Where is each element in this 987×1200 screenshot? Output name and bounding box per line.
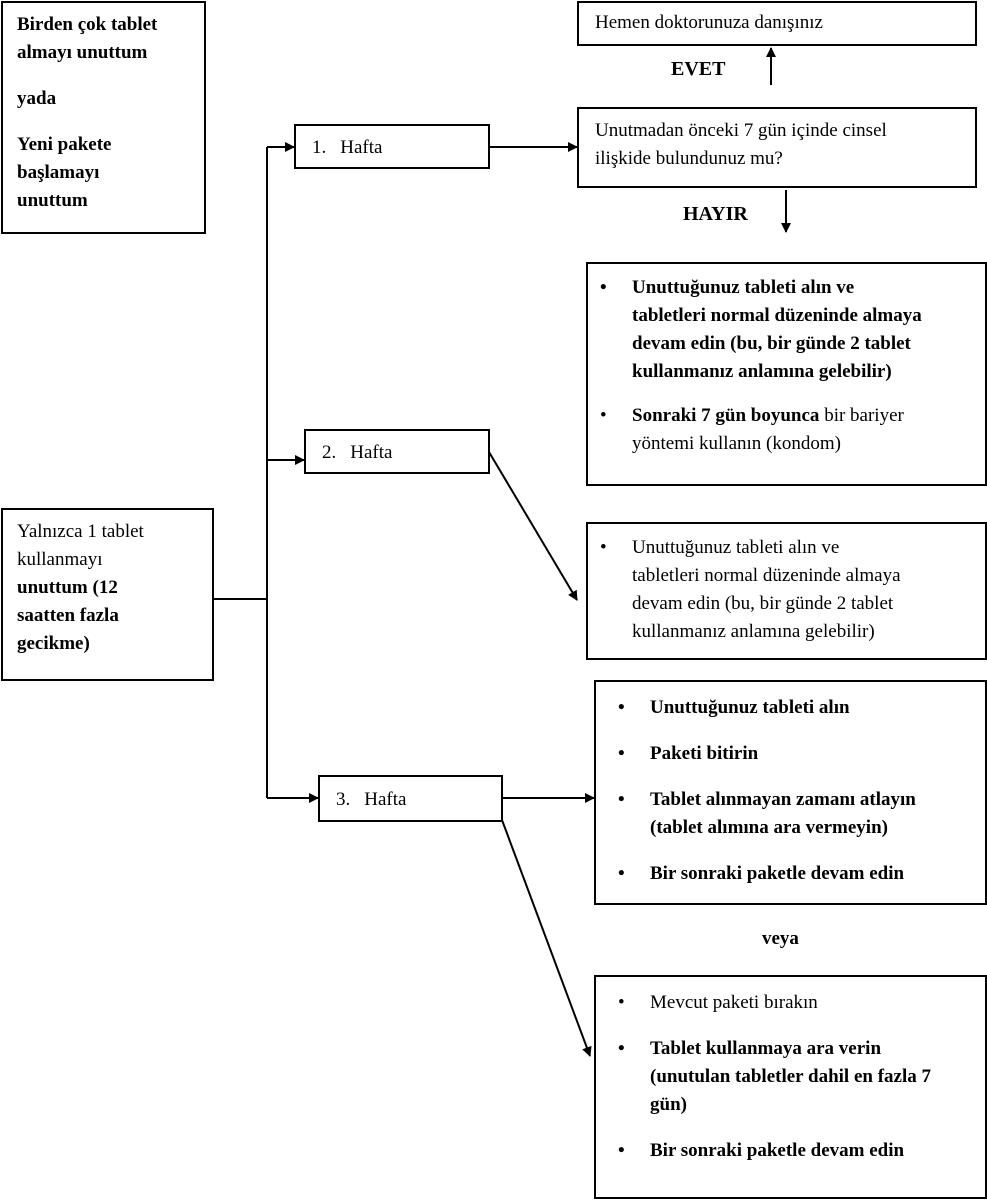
week3-a-item-3: Tablet alınmayan zamanı atlayın (tablet … [606,786,977,842]
week3-option-b-box: Mevcut paketi bırakın Tablet kullanmaya … [594,975,987,1199]
week3-a-item-1-text: Unuttuğunuz tableti alın [650,697,850,718]
week3-option-a-box: Unuttuğunuz tableti alın Paketi bitirin … [594,680,987,905]
week-1-box: 1. Hafta [294,124,490,169]
week2-action-1-line-4: kullanmanız anlamına gelebilir) [632,621,875,642]
week1-action-2-line-2: yöntemi kullanın (kondom) [632,433,841,454]
week2-action-1-line-2: tabletleri normal düzeninde almaya [632,565,901,586]
single-forgotten-box: Yalnızca 1 tablet kullanmayı unuttum (12… [1,508,214,681]
doctor-text: Hemen doktorunuza danışınız [595,12,823,33]
evet-label: EVET [671,58,726,80]
question-line-1: Unutmadan önceki 7 gün içinde cinsel [595,120,887,141]
week-2-label: Hafta [350,442,393,463]
multi-line-5: başlamayı [17,162,100,183]
veya-label: veya [762,928,799,949]
week3-a-item-4-text: Bir sonraki paketle devam edin [650,863,905,884]
week1-action-1-line-3: devam edin (bu, bir günde 2 tablet [632,333,911,354]
week2-actions-box: Unuttuğunuz tableti alın ve tabletleri n… [586,522,987,660]
week3-b-item-1: Mevcut paketi bırakın [606,989,977,1017]
week1-action-2-rest: bir bariyer [819,405,904,426]
week-1-number: 1. [312,137,327,158]
week3-a-item-2-text: Paketi bitirin [650,743,759,764]
week3-b-item-2: Tablet kullanmaya ara verin (unutulan ta… [606,1035,977,1119]
question-box: Unutmadan önceki 7 gün içinde cinsel ili… [577,107,977,188]
week1-actions-box: Unuttuğunuz tableti alın ve tabletleri n… [586,262,987,486]
multi-line-4: Yeni pakete [17,134,112,155]
week-2-box: 2. Hafta [304,429,490,474]
question-line-2: ilişkide bulundunuz mu? [595,148,783,169]
week-3-box: 3. Hafta [318,775,503,822]
week1-action-1: Unuttuğunuz tableti alın ve tabletleri n… [588,274,977,386]
week3-b-item-2-line-3: gün) [650,1094,687,1115]
week3-a-item-4: Bir sonraki paketle devam edin [606,860,977,888]
week1-action-2: Sonraki 7 gün boyunca bir bariyer yöntem… [588,402,977,458]
doctor-box: Hemen doktorunuza danışınız [577,1,977,46]
multi-line-2: almayı unuttum [17,42,148,63]
single-line-2: kullanmayı [17,549,103,570]
week3-a-item-3-line-1: Tablet alınmayan zamanı atlayın [650,789,916,810]
multiple-forgotten-box: Birden çok tablet almayı unuttum yada Ye… [1,1,206,234]
arrow-week2-to-actions [488,451,578,601]
week3-a-item-1: Unuttuğunuz tableti alın [606,694,977,722]
week-3-label: Hafta [364,789,407,810]
single-line-4: saatten fazla [17,605,119,626]
week3-b-item-2-line-1: Tablet kullanmaya ara verin [650,1038,882,1059]
week1-action-1-line-1: Unuttuğunuz tableti alın ve [632,277,855,298]
multi-line-6: unuttum [17,190,88,211]
week3-b-item-2-line-2: (unutulan tabletler dahil en fazla 7 [650,1066,931,1087]
hayir-label: HAYIR [683,203,748,225]
week1-action-1-line-2: tabletleri normal düzeninde almaya [632,305,922,326]
single-line-5: gecikme) [17,633,90,654]
week-2-number: 2. [322,442,337,463]
week3-b-item-3: Bir sonraki paketle devam edin [606,1137,977,1165]
multi-line-1: Birden çok tablet [17,14,158,35]
week-1-label: Hafta [340,137,383,158]
week2-action-1: Unuttuğunuz tableti alın ve tabletleri n… [588,534,977,646]
week2-action-1-line-1: Unuttuğunuz tableti alın ve [632,537,840,558]
arrow-week3-to-option-b [501,819,592,1057]
week-3-number: 3. [336,789,351,810]
week2-action-1-line-3: devam edin (bu, bir günde 2 tablet [632,593,894,614]
week3-a-item-2: Paketi bitirin [606,740,977,768]
single-line-1: Yalnızca 1 tablet [17,521,144,542]
week1-action-2-bold: Sonraki 7 gün boyunca [632,405,820,426]
week1-action-1-line-4: kullanmanız anlamına gelebilir) [632,361,892,382]
week3-b-item-1-text: Mevcut paketi bırakın [650,992,818,1013]
week3-a-item-3-line-2: (tablet alımına ara vermeyin) [650,817,888,838]
single-line-3: unuttum (12 [17,577,118,598]
multi-line-3: yada [17,88,57,109]
week3-b-item-3-text: Bir sonraki paketle devam edin [650,1140,905,1161]
